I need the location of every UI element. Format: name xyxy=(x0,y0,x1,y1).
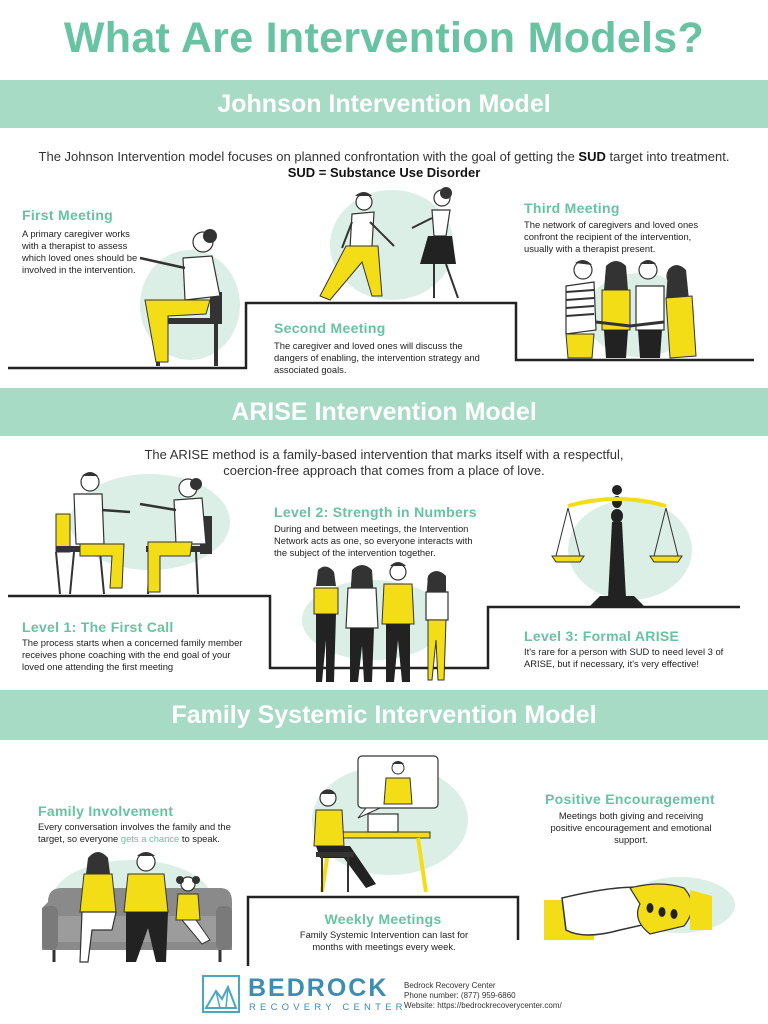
first-meeting-text: A primary caregiver works with a therapi… xyxy=(22,228,138,275)
blob-weekly-meetings xyxy=(312,765,468,875)
level-3-text: It's rare for a person with SUD to need … xyxy=(524,646,724,669)
logo-subtitle: RECOVERY CENTER xyxy=(249,1002,407,1013)
positive-encouragement-text: Meetings both giving and receiving posit… xyxy=(550,810,712,845)
blob-second-meeting xyxy=(330,190,454,300)
arise-heading: ARISE Intervention Model xyxy=(231,398,537,426)
weekly-meetings-text: Family Systemic Intervention can last fo… xyxy=(299,929,469,952)
blob-level-1 xyxy=(70,474,230,570)
video-call-desk-icon xyxy=(313,755,439,893)
arise-intro-line-2: coercion-free approach that comes from a… xyxy=(223,463,545,478)
group-hands-together-icon xyxy=(565,259,697,359)
blob-positive-encouragement xyxy=(625,877,735,933)
johnson-intro-suffix: target into treatment. xyxy=(605,149,730,164)
two-people-talking-icon xyxy=(319,187,459,301)
johnson-intro-bold: SUD xyxy=(578,149,606,164)
blob-third-meeting xyxy=(585,273,695,357)
contact-info: Bedrock Recovery Center Phone number: (8… xyxy=(404,981,562,1011)
family-on-couch-icon xyxy=(42,852,232,963)
arise-intro: The ARISE method is a family-based inter… xyxy=(0,447,768,479)
level-1-title: Level 1: The First Call xyxy=(22,619,174,635)
logo-wordmark: BEDROCK xyxy=(248,974,389,1002)
blob-family-involvement xyxy=(52,860,212,940)
second-meeting-text: The caregiver and loved ones will discus… xyxy=(274,340,480,375)
positive-encouragement-title: Positive Encouragement xyxy=(545,791,715,807)
blob-level-3 xyxy=(568,500,692,600)
contact-phone: Phone number: (877) 959-6860 xyxy=(404,991,516,1000)
johnson-intro-prefix: The Johnson Intervention model focuses o… xyxy=(38,149,579,164)
weekly-meetings-title: Weekly Meetings xyxy=(324,911,442,927)
contact-website[interactable]: Website: https://bedrockrecoverycenter.c… xyxy=(404,1001,562,1010)
family-involvement-text-prefix: Every conversation involves the family a… xyxy=(38,821,231,844)
sud-definition: SUD = Substance Use Disorder xyxy=(287,165,481,180)
four-people-standing-icon xyxy=(313,562,449,682)
family-heading: Family Systemic Intervention Model xyxy=(171,701,597,729)
two-people-seated-icon xyxy=(55,472,212,595)
caregiver-seated-icon xyxy=(139,229,222,366)
johnson-section-header: Johnson Intervention Model xyxy=(0,80,768,128)
family-involvement-title: Family Involvement xyxy=(38,803,174,819)
family-involvement-text-suffix: to speak. xyxy=(179,833,220,844)
johnson-heading: Johnson Intervention Model xyxy=(217,90,551,118)
family-section-header: Family Systemic Intervention Model xyxy=(0,690,768,740)
first-meeting-title: First Meeting xyxy=(22,207,114,223)
johnson-intro: The Johnson Intervention model focuses o… xyxy=(0,149,768,181)
blob-first-meeting xyxy=(140,250,240,360)
bedrock-logo-icon xyxy=(202,975,240,1013)
scale-of-justice-icon xyxy=(551,485,683,606)
arise-section-header: ARISE Intervention Model xyxy=(0,388,768,436)
family-involvement-text: Every conversation involves the family a… xyxy=(38,821,234,845)
level-2-title: Level 2: Strength in Numbers xyxy=(274,504,477,520)
third-meeting-text: The network of caregivers and loved ones… xyxy=(524,219,699,254)
second-meeting-title: Second Meeting xyxy=(274,320,386,336)
holding-hands-icon xyxy=(544,883,712,940)
third-meeting-title: Third Meeting xyxy=(524,200,620,216)
family-involvement-text-highlight: gets a chance xyxy=(120,833,180,844)
level-2-text: During and between meetings, the Interve… xyxy=(274,523,473,558)
blob-level-2 xyxy=(302,580,446,660)
arise-intro-line-1: The ARISE method is a family-based inter… xyxy=(144,447,624,462)
level-3-title: Level 3: Formal ARISE xyxy=(524,628,680,644)
contact-org: Bedrock Recovery Center xyxy=(404,981,496,990)
page-title: What Are Intervention Models? xyxy=(63,14,705,62)
level-1-text: The process starts when a concerned fami… xyxy=(22,637,243,672)
